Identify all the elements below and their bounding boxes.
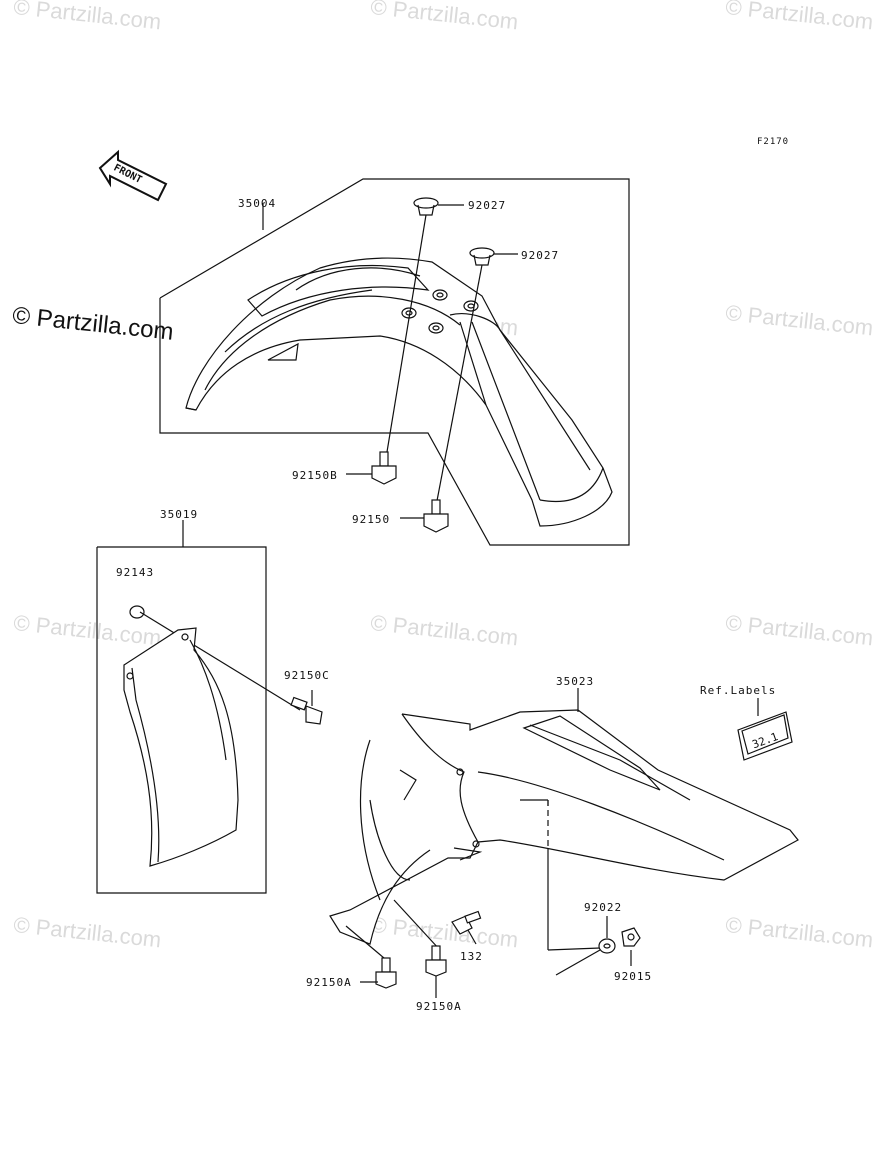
part-label-35004: 35004: [238, 197, 277, 210]
bolt-92150: [423, 499, 449, 533]
bolt-92150C: [290, 696, 323, 725]
part-label-92150: 92150: [352, 513, 391, 526]
bolt-92150B: [371, 451, 397, 485]
front-arrow-icon: FRONT: [98, 149, 168, 202]
mud-flap: [123, 627, 239, 867]
part-label-132: 132: [460, 950, 483, 963]
front-fender: [185, 257, 613, 527]
part-label-92027: 92027: [468, 199, 507, 212]
part-label-92150A: 92150A: [416, 1000, 462, 1013]
part-label-92015: 92015: [614, 970, 653, 983]
part-label-92150B: 92150B: [292, 469, 338, 482]
part-label-92027: 92027: [521, 249, 560, 262]
front-fender-frame: [159, 178, 630, 546]
rear-fender: [329, 709, 799, 945]
part-label-92022: 92022: [584, 901, 623, 914]
part-label-92143: 92143: [116, 566, 155, 579]
grommet-92027-1: [413, 197, 439, 216]
bolt-92150A-2: [425, 945, 447, 977]
figure-code: F2170: [757, 137, 790, 147]
bolt-92150A-1: [375, 957, 397, 989]
ref-label-plate: 32.1: [737, 711, 793, 761]
washer-92022: [598, 938, 616, 954]
part-label-92150A: 92150A: [306, 976, 352, 989]
bolt-132: [451, 910, 482, 935]
part-label-35023: 35023: [556, 675, 595, 688]
ref-labels-caption: Ref.Labels: [700, 684, 777, 697]
nut-92143: [129, 605, 145, 619]
nut-92015: [621, 927, 641, 947]
mud-flap-frame: [96, 546, 267, 894]
part-label-92150C: 92150C: [284, 669, 330, 682]
part-label-35019: 35019: [160, 508, 199, 521]
grommet-92027-2: [469, 247, 495, 266]
